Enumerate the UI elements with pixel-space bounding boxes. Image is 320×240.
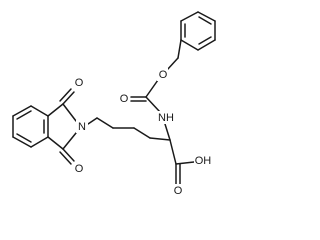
- atom-label: O: [174, 185, 183, 197]
- atom-label: N: [78, 121, 86, 133]
- atom-label: NH: [158, 112, 174, 124]
- atom-o-acid: O: [172, 184, 184, 197]
- benzyl-phenyl-ring: [180, 11, 216, 51]
- atom-o-imide-top: O: [73, 76, 84, 89]
- atom-label: OH: [195, 155, 212, 167]
- atom-label: O: [75, 77, 84, 89]
- atom-label: O: [120, 93, 129, 105]
- atom-o-ester: O: [157, 68, 168, 81]
- atom-label: O: [75, 163, 84, 175]
- carbamate-chain: [130, 39, 182, 113]
- backbone-chain: [87, 117, 195, 185]
- atom-o-carbamate: O: [118, 92, 130, 105]
- atom-oh: OH: [194, 154, 212, 167]
- atom-label: O: [159, 69, 168, 81]
- chemical-structure: O O N O O NH OH O: [12, 11, 216, 197]
- atom-n-imide: N: [76, 120, 88, 133]
- atom-labels: O O N O O NH OH O: [73, 68, 212, 197]
- atom-o-imide-bottom: O: [73, 162, 84, 175]
- atom-nh: NH: [157, 111, 175, 124]
- phthalimide-ring: [12, 88, 77, 165]
